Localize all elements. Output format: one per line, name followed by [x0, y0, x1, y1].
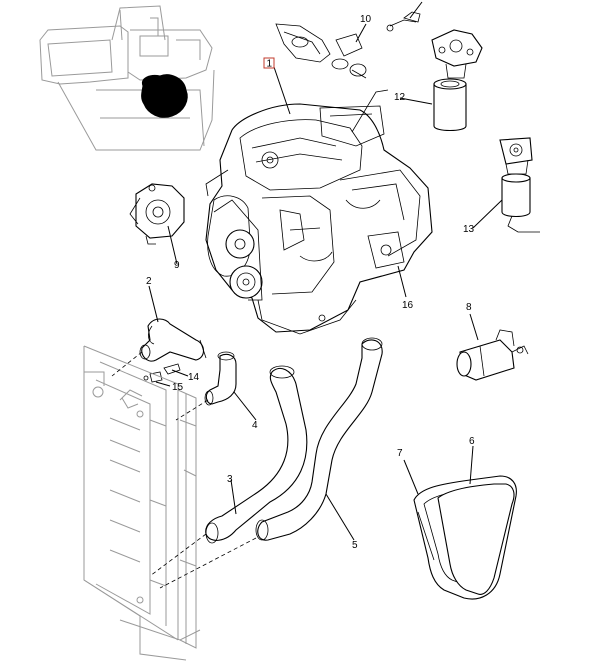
- hose-fittings: [143, 363, 181, 383]
- oil-filter: [433, 78, 467, 132]
- callout-2: 2: [146, 276, 152, 287]
- callout-13: 13: [463, 224, 475, 235]
- callout-10: 10: [360, 14, 372, 25]
- callout-5: 5: [352, 540, 358, 551]
- callout-4: 4: [252, 420, 258, 431]
- engine-assembly: [205, 89, 433, 335]
- callout-7: 7: [397, 448, 403, 459]
- callout-1: 1: [267, 59, 273, 70]
- starter-motor: [456, 329, 529, 381]
- engine-location-highlight-icon: [141, 74, 188, 118]
- gasket-kit: [275, 23, 367, 79]
- callout-box-1: [263, 57, 275, 69]
- machine-locator-view: [39, 5, 215, 151]
- leader-lines: [148, 1, 503, 541]
- v-belts: [413, 475, 517, 600]
- connection-dash-2: [111, 351, 143, 377]
- callout-15: 15: [172, 382, 184, 393]
- fuel-sensor-assembly: [386, 11, 483, 79]
- callout-8: 8: [466, 302, 472, 313]
- callout-12: 12: [394, 92, 406, 103]
- callout-14: 14: [188, 372, 200, 383]
- callout-3: 3: [227, 474, 233, 485]
- fuel-filter: [499, 137, 540, 233]
- callout-16: 16: [402, 300, 414, 311]
- connection-dash-3: [149, 533, 207, 577]
- radiator-hose-4: [204, 351, 237, 406]
- connection-dash-4: [175, 399, 209, 421]
- radiator-hose-5: [255, 337, 383, 541]
- callout-9: 9: [174, 260, 180, 271]
- callouts: 1 2 3 4 5 6 7 8 9 10 12 13 14 15 16: [146, 14, 475, 551]
- radiator-frame: [83, 345, 201, 661]
- alternator: [129, 183, 185, 245]
- callout-6: 6: [469, 436, 475, 447]
- radiator-hose-upper: [139, 318, 207, 362]
- connection-dash-5: [159, 537, 257, 589]
